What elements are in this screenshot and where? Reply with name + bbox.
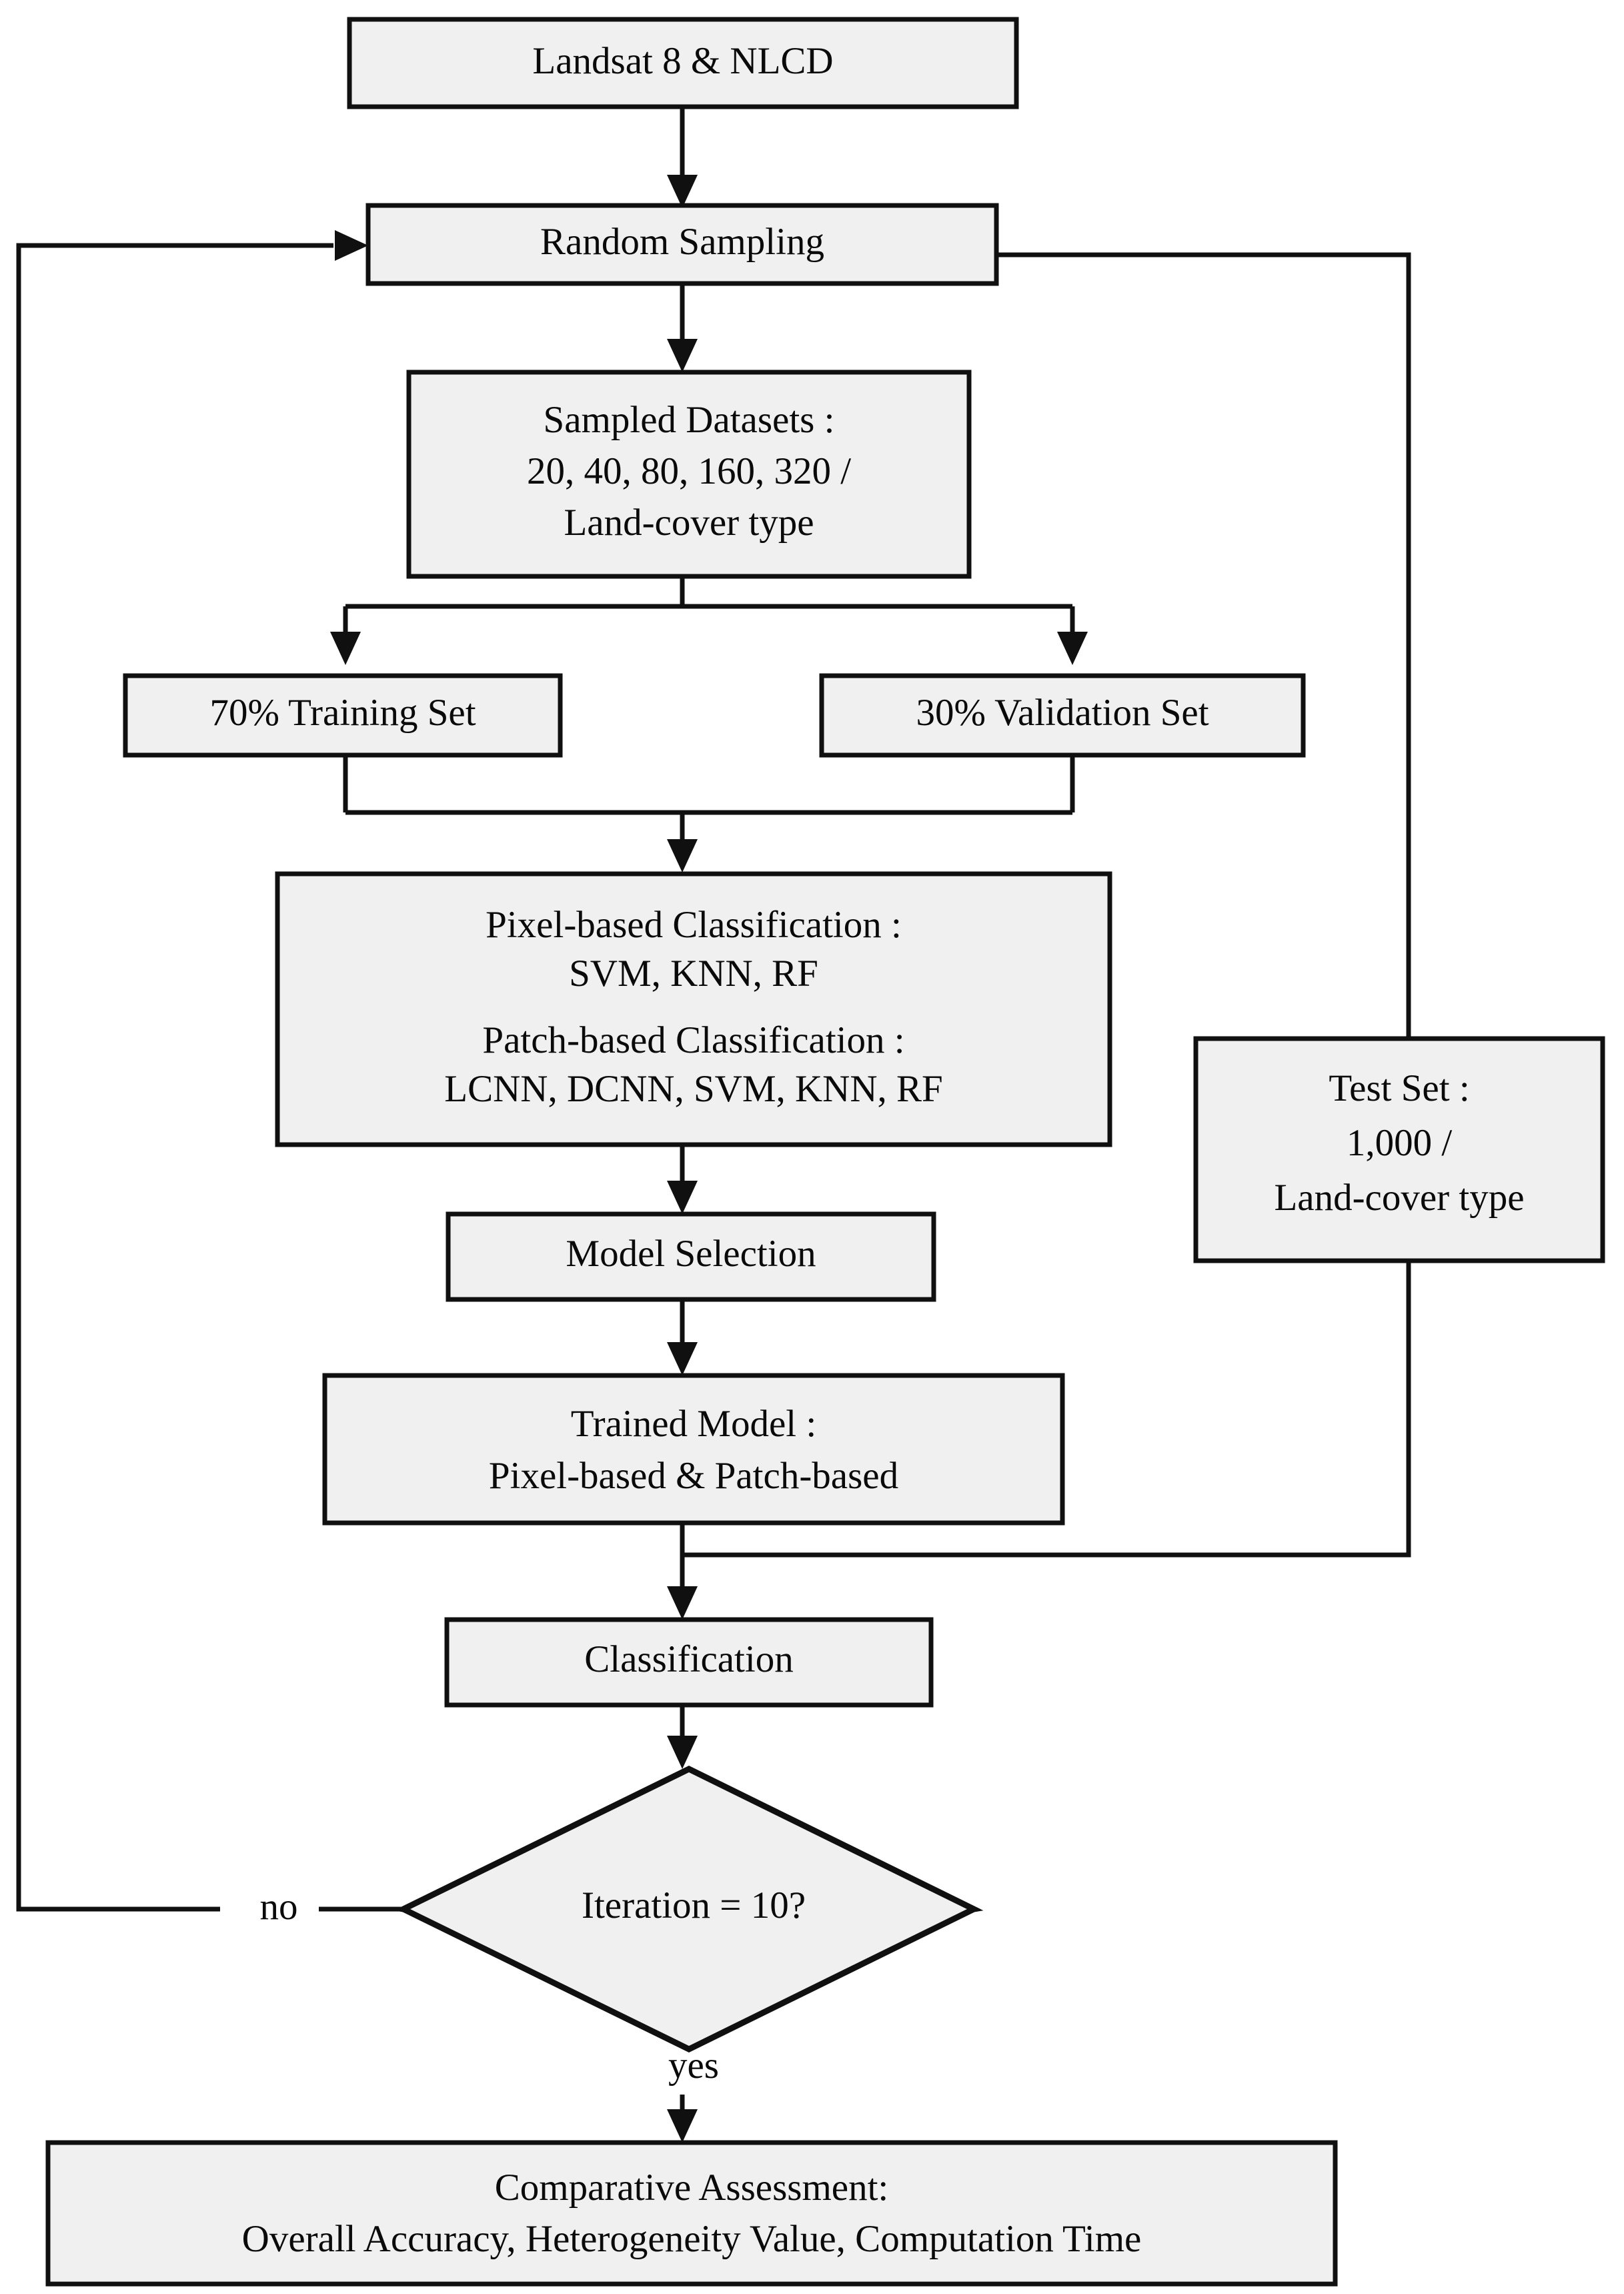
edge-classification-to-iteration-check [667,1705,698,1769]
node-validation-set-line-0: 30% Validation Set [916,692,1208,734]
edge-sampled-datasets-split [330,576,1088,665]
node-training-set-line-0: 70% Training Set [209,692,476,734]
edge-label-no: no [239,1885,319,1933]
edge-random-sampling-to-sampled-datasets [667,283,698,372]
node-sampled-datasets-line-0: Sampled Datasets : [544,399,835,441]
edge-test-set-to-classification [682,1261,1411,1558]
node-training-set[interactable]: 70% Training Set [123,673,563,758]
edge-data-source-to-random-sampling [667,107,698,208]
node-classification-methods-line-2: Patch-based Classification : [482,1019,904,1061]
node-sampled-datasets-line-1: 20, 40, 80, 160, 320 / [527,450,851,492]
node-random-sampling-line-0: Random Sampling [540,221,824,263]
node-validation-set[interactable]: 30% Validation Set [819,673,1306,758]
node-test-set-line-2: Land-cover type [1274,1177,1524,1219]
edge-trained-model-to-classification [667,1523,698,1620]
node-test-set-line-0: Test Set : [1329,1067,1469,1109]
edge-label-no-text: no [260,1886,298,1928]
node-test-set-line-1: 1,000 / [1347,1122,1453,1164]
node-test-set[interactable]: Test Set : 1,000 / Land-cover type [1193,1036,1605,1263]
node-classification[interactable]: Classification [444,1617,934,1708]
edge-train-val-merge [343,755,1075,873]
node-classification-methods-line-1: SVM, KNN, RF [569,953,818,995]
node-sampled-datasets[interactable]: Sampled Datasets : 20, 40, 80, 160, 320 … [406,370,972,579]
edge-iteration-no-to-random-sampling [16,230,403,1912]
node-random-sampling[interactable]: Random Sampling [365,203,999,286]
node-comparative-assessment-line-1: Overall Accuracy, Heterogeneity Value, C… [242,2218,1142,2260]
edge-label-yes: yes [668,2045,719,2087]
node-data-source-line-0: Landsat 8 & NLCD [532,40,833,82]
node-trained-model-line-0: Trained Model : [571,1403,816,1445]
node-classification-line-0: Classification [584,1638,793,1680]
edge-label-yes-text: yes [668,2045,719,2087]
node-sampled-datasets-line-2: Land-cover type [564,502,814,544]
node-model-selection-line-0: Model Selection [566,1233,816,1275]
edge-methods-to-model-selection [667,1145,698,1214]
node-comparative-assessment-line-0: Comparative Assessment: [495,2167,889,2209]
node-iteration-check[interactable]: Iteration = 10? [393,1765,984,2053]
node-trained-model[interactable]: Trained Model : Pixel-based & Patch-base… [322,1373,1065,1526]
node-classification-methods[interactable]: Pixel-based Classification : SVM, KNN, R… [275,871,1112,1147]
edge-model-selection-to-trained-model [667,1299,698,1375]
edge-random-sampling-to-test-set [996,252,1411,1039]
node-model-selection[interactable]: Model Selection [446,1211,936,1302]
node-iteration-check-line-0: Iteration = 10? [582,1884,806,1926]
node-classification-methods-line-3: LCNN, DCNN, SVM, KNN, RF [444,1068,942,1110]
node-classification-methods-line-0: Pixel-based Classification : [486,904,902,946]
node-data-source[interactable]: Landsat 8 & NLCD [347,17,1019,109]
node-comparative-assessment[interactable]: Comparative Assessment: Overall Accuracy… [45,2140,1338,2287]
node-trained-model-line-1: Pixel-based & Patch-based [489,1455,898,1497]
